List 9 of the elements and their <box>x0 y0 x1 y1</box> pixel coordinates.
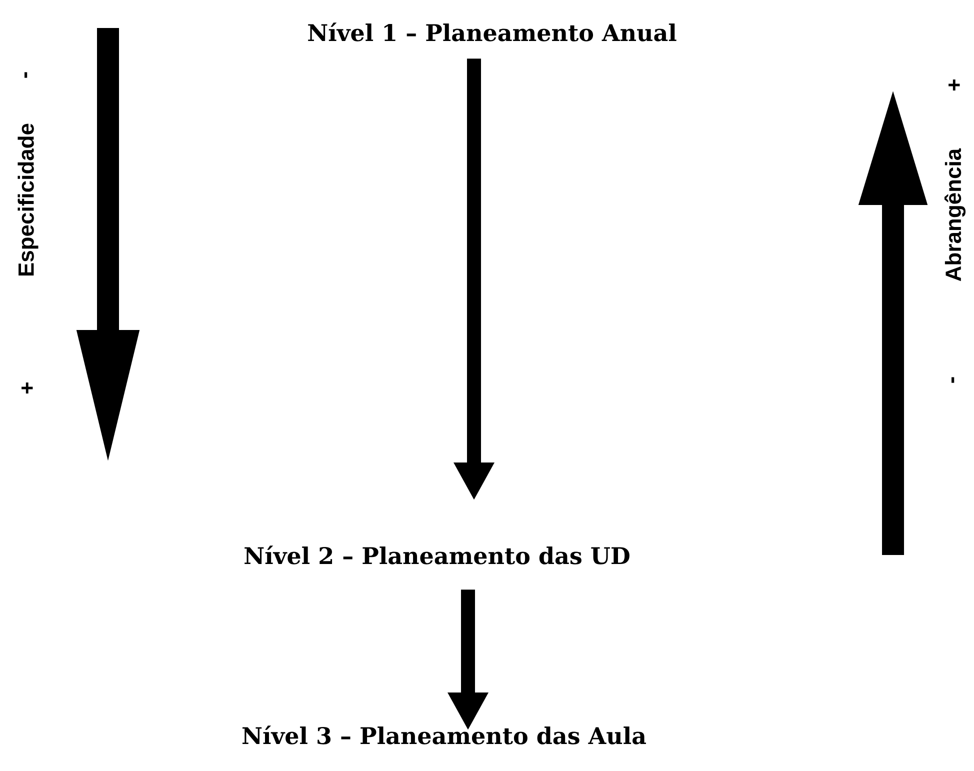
level-heading: Nível 3 – Planeamento das Aula <box>242 726 646 744</box>
axis-label: - <box>952 377 954 383</box>
axis-label: + <box>22 382 33 394</box>
level-heading: Nível 1 – Planeamento Anual <box>308 22 676 42</box>
axis-label: + <box>948 79 960 90</box>
axis-label: Especificidade <box>18 124 38 276</box>
axis-label: - <box>24 72 28 78</box>
axis-label: Abrangência <box>944 148 966 282</box>
level-heading: Nível 2 – Planeamento das UD <box>244 546 630 564</box>
